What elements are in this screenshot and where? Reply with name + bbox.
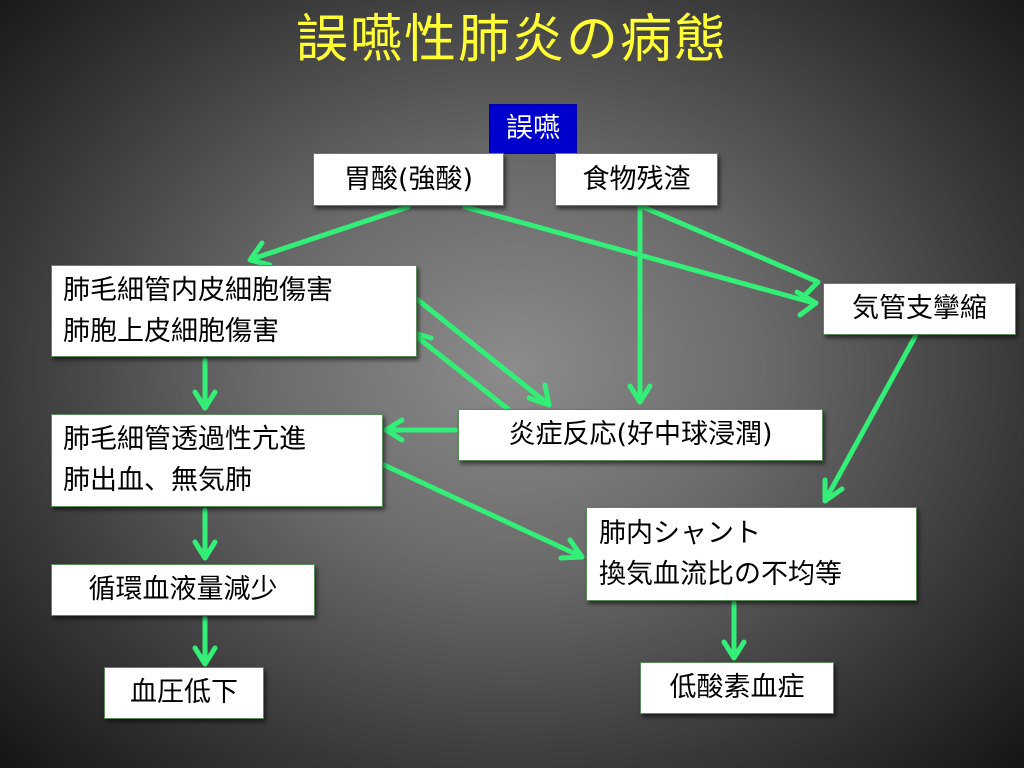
node-gastric-acid-label: 胃酸(強酸) xyxy=(343,164,474,195)
arrow-shunt-to-hypoxemia-head xyxy=(721,639,747,661)
node-food-residue-label: 食物残渣 xyxy=(582,164,691,195)
node-gastric-acid: 胃酸(強酸) xyxy=(313,153,504,206)
node-hypotension: 血圧低下 xyxy=(104,667,264,719)
arrow-food-to-inflammation-head xyxy=(627,383,653,405)
arrow-acid-to-damage xyxy=(249,204,411,262)
arrow-food-to-bronchospasm-head xyxy=(794,270,821,300)
node-capillary-damage-line-1: 肺毛細管内皮細胞傷害 xyxy=(63,275,333,306)
node-shunt: 肺内シャント 換気血流比の不均等 xyxy=(586,507,917,601)
node-hypoxemia-label: 低酸素血症 xyxy=(669,672,805,703)
node-shunt-line-2: 換気血流比の不均等 xyxy=(599,559,842,590)
node-shunt-line-1: 肺内シャント xyxy=(599,518,761,549)
arrow-damage-to-inflammation xyxy=(415,297,551,407)
arrow-food-to-bronchospasm xyxy=(640,204,819,284)
node-hypoxemia: 低酸素血症 xyxy=(640,662,834,714)
node-aspiration-label: 誤嚥 xyxy=(506,113,560,144)
node-aspiration: 誤嚥 xyxy=(489,104,577,154)
arrow-permeability-to-volume-head xyxy=(192,539,218,561)
node-food-residue: 食物残渣 xyxy=(555,153,718,206)
node-bronchospasm-label: 気管支攣縮 xyxy=(852,293,987,324)
arrow-volume-to-hypotension-head xyxy=(192,645,218,667)
node-permeability-line-1: 肺毛細管透過性亢進 xyxy=(63,424,306,455)
arrow-bronchospasm-to-shunt xyxy=(823,332,919,502)
node-capillary-damage: 肺毛細管内皮細胞傷害 肺胞上皮細胞傷害 xyxy=(51,265,417,357)
arrow-inflammation-to-permeability-head xyxy=(383,417,405,443)
node-inflammation: 炎症反応(好中球浸潤) xyxy=(458,409,823,461)
node-permeability-line-2: 肺出血、無気肺 xyxy=(63,465,252,496)
node-inflammation-label: 炎症反応(好中球浸潤) xyxy=(508,419,773,450)
arrow-permeability-to-shunt xyxy=(381,462,583,559)
arrow-acid-to-damage-head xyxy=(247,240,273,268)
arrow-bronchospasm-to-shunt-head xyxy=(822,477,845,504)
node-blood-volume-label: 循環血液量減少 xyxy=(88,574,278,605)
node-capillary-damage-line-2: 肺胞上皮細胞傷害 xyxy=(63,316,279,347)
slide-title: 誤嚥性肺炎の病態 xyxy=(295,10,728,70)
arrow-damage-to-inflammation-head xyxy=(526,382,552,408)
node-bronchospasm: 気管支攣縮 xyxy=(823,283,1016,335)
arrow-inflammation-to-damage xyxy=(409,330,511,412)
node-permeability: 肺毛細管透過性亢進 肺出血、無気肺 xyxy=(51,414,383,507)
node-hypotension-label: 血圧低下 xyxy=(130,677,238,708)
node-blood-volume: 循環血液量減少 xyxy=(51,564,315,616)
arrow-damage-to-permeability-head xyxy=(192,389,218,411)
arrow-permeability-to-shunt-head xyxy=(558,537,585,561)
